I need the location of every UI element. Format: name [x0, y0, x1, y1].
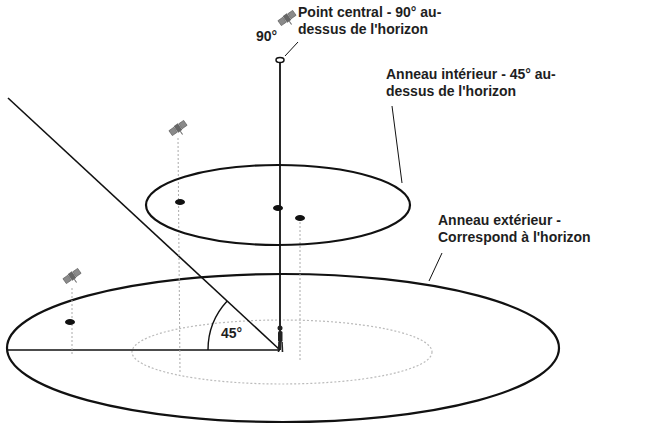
observer-figure: [278, 326, 283, 353]
satellite-dot: [273, 205, 283, 211]
angle-value: 45°: [219, 325, 244, 342]
zenith-label: Point central - 90° au-dessus de l'horiz…: [298, 4, 470, 38]
elevation-line: [8, 98, 280, 350]
angle-value: 90°: [256, 28, 277, 45]
inner-ring: [146, 165, 410, 245]
zenith-point: [276, 58, 284, 63]
satellite-dot: [175, 199, 185, 205]
leader-line: [392, 106, 402, 183]
ground-projection-ring: [132, 320, 432, 384]
horizon-radius: [8, 349, 280, 351]
projection-line: [178, 138, 180, 372]
satellite-icon: [168, 120, 190, 140]
satellite-icon: [277, 10, 299, 30]
satellite-dot: [295, 215, 305, 221]
outer-ring: [7, 274, 559, 422]
projection-line: [300, 222, 301, 362]
satellite-dot: [65, 319, 75, 325]
inner-ring-label: Anneau intérieur - 45° au-dessus de l'ho…: [386, 66, 558, 100]
outer-ring-label: Anneau extérieur - Correspond à l'horizo…: [438, 212, 610, 246]
leader-line: [285, 42, 298, 56]
leader-line: [429, 253, 442, 281]
satellite-icon: [62, 268, 84, 288]
